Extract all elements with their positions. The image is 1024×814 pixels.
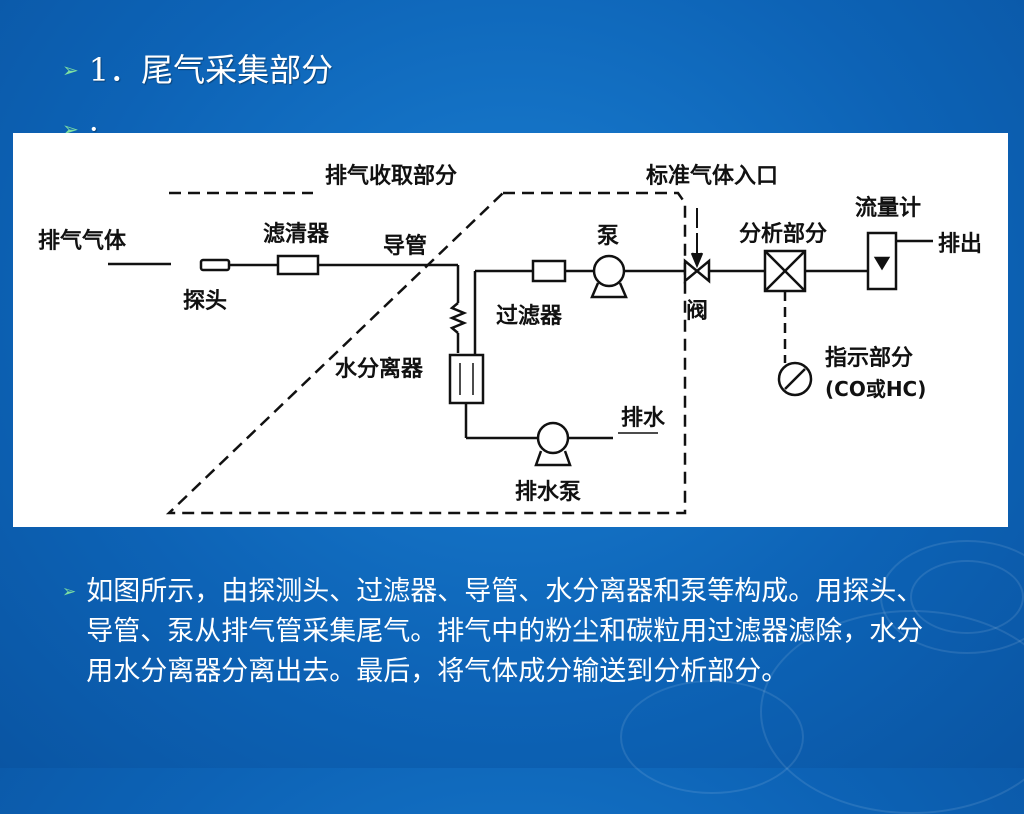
label-valve: 阀 [686,299,708,324]
muffler-filter-icon [276,254,320,276]
spring-icon [448,302,468,334]
label-outlet: 排出 [938,232,982,257]
label-standard-gas-inlet: 标准气体入口 [646,163,778,189]
slide-heading: 1．尾气采集部分 [88,51,334,89]
collection-boundary [165,191,687,515]
flowmeter-icon [866,231,898,291]
indicator-gauge-icon [777,361,813,397]
label-filter: 过滤器 [496,304,563,329]
probe-icon [199,258,231,272]
ripple-decoration [620,680,804,794]
bullet-arrow-icon: ➢ [62,58,79,82]
pump-icon [592,254,626,288]
label-probe: 探头 [183,288,227,314]
valve-icon [683,258,711,284]
label-indicator: 指示部分 [825,345,913,371]
bullet-arrow-icon: ➢ [62,582,77,602]
label-indicator-sub: (CO或HC) [825,377,926,401]
label-muffler-filter: 滤清器 [263,221,330,247]
label-drain: 排水 [621,406,666,431]
description-paragraph: 如图所示，由探测头、过滤器、导管、水分离器和泵等构成。用探头、导管、泵从排气管采… [86,576,924,687]
label-exhaust-gas: 排气气体 [38,228,127,254]
exhaust-sampling-diagram: 排气气体 排气收取部分 标准气体入口 滤清器 导管 泵 分析部分 流量计 排出 … [13,133,1008,527]
water-separator-icon [448,353,485,405]
label-drain-pump: 排水泵 [515,480,581,505]
label-pump: 泵 [597,224,619,249]
heading-bullet: ➢ 1．尾气采集部分 [62,53,333,87]
label-flowmeter: 流量计 [855,195,921,221]
drain-pump-icon [536,421,570,455]
label-conduit: 导管 [383,233,427,259]
description-bullet: ➢ 如图所示，由探测头、过滤器、导管、水分离器和泵等构成。用探头、导管、泵从排气… [62,572,946,692]
label-water-separator: 水分离器 [335,356,424,382]
label-collection-section: 排气收取部分 [325,163,457,189]
label-analysis-section: 分析部分 [739,221,827,247]
second-bullet-text: · [88,110,99,148]
filter-icon [531,259,567,283]
